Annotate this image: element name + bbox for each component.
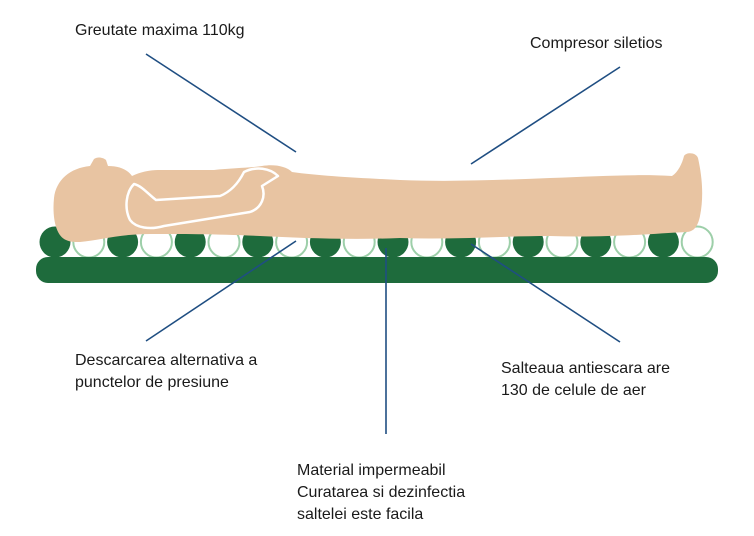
leader-line-cells — [470, 243, 621, 343]
label-pressure-relief: Descarcarea alternativa a punctelor de p… — [75, 352, 258, 391]
air-cell-inflated — [174, 226, 206, 258]
leader-line-pressure — [145, 240, 297, 342]
label-max-weight: Greutate maxima 110kg — [75, 22, 245, 39]
leader-line-compressor — [470, 66, 621, 165]
leader-lines — [145, 53, 621, 434]
patient-silhouette — [53, 153, 703, 242]
label-air-cells: Salteaua antiescara are 130 de celule de… — [501, 360, 670, 399]
leader-line-weight — [145, 53, 297, 153]
air-cell-inflated — [647, 226, 679, 258]
label-material: Material impermeabil Curatarea si dezinf… — [297, 462, 466, 523]
label-compressor: Compresor siletios — [530, 35, 663, 52]
mattress-base — [36, 257, 718, 283]
